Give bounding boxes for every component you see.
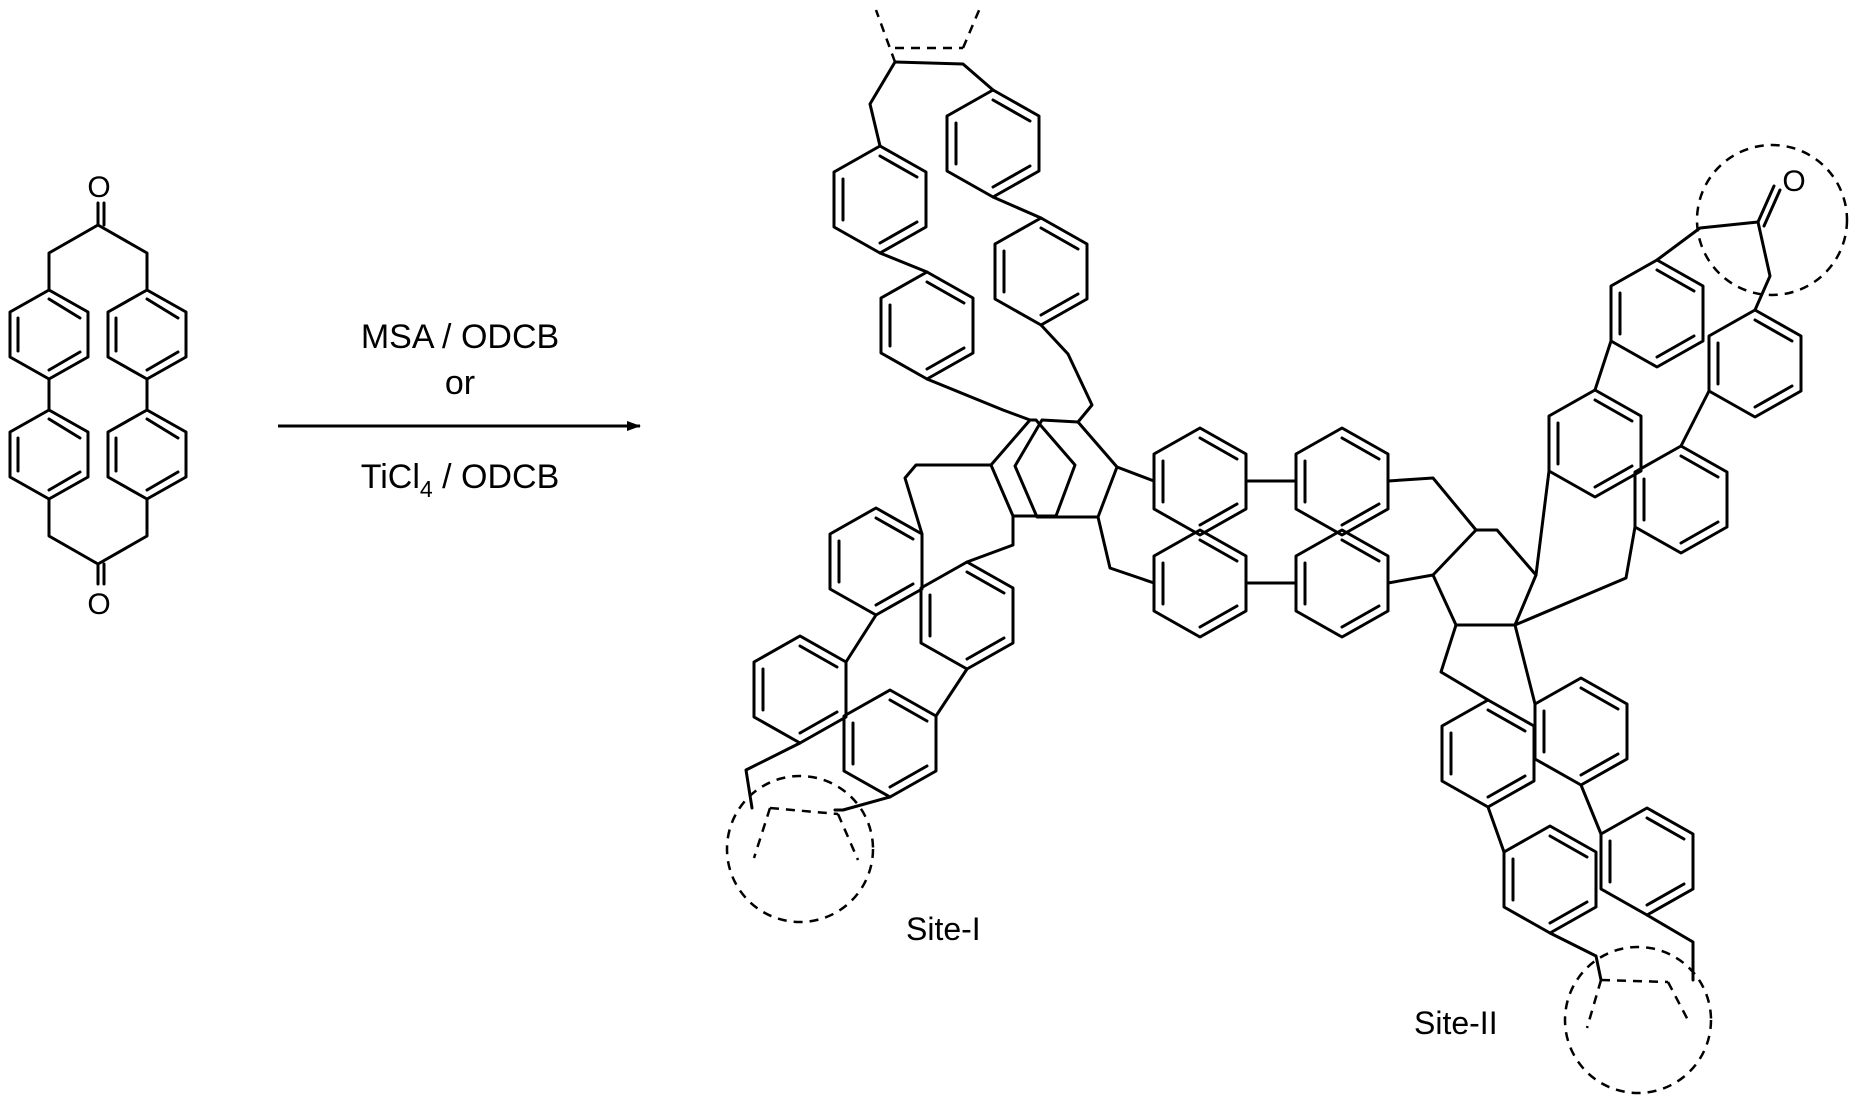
reagent-msa-odcb: MSA / ODCB [361,318,559,356]
central-hexasubstituted-benzene [1431,528,1538,627]
reactant-oxygen-top: O [87,171,110,204]
reagent-or: or [445,364,475,402]
reactant-chains [47,201,149,586]
site-1-circle [725,774,875,924]
benzene-ring [106,288,188,381]
site-2-circle [1563,945,1713,1095]
benzene-ring [1707,308,1803,419]
benzene-ring [828,506,924,617]
carbonyl-site-circle [1695,143,1849,297]
benzene-ring [993,216,1089,327]
benzene-ring [752,634,848,745]
open-bond-dashes-site-1 [725,774,875,924]
reagent-ticl4-odcb: TiCl4 / ODCB [361,458,560,502]
benzene-ring [1294,426,1390,537]
benzene-ring [1547,388,1643,499]
benzene-ring [1533,676,1629,787]
benzene-ring [1152,426,1248,537]
open-bond-dashes-top [874,7,982,63]
benzene-ring [919,560,1015,671]
benzene-ring [1502,824,1598,935]
central-hexasubstituted-benzene [989,418,1119,519]
benzene-ring [879,270,975,381]
reactant-oxygen-bottom: O [87,588,110,621]
benzene-ring [1609,258,1705,369]
benzene-ring [1633,444,1729,555]
benzene-ring [832,144,928,255]
benzene-ring [8,288,90,381]
reaction-arrow-group: MSA / ODCB or TiCl4 / ODCB [278,318,641,502]
upper-right-arm-links [1513,184,1782,627]
upper-left-arm-links [868,60,1094,424]
bridge-links [1096,465,1478,585]
benzene-ring [106,408,188,501]
left-arm-links [744,463,1015,812]
benzene-ring [8,408,90,501]
benzene-ring [945,88,1041,199]
product-oxygen: O [1782,165,1805,198]
site-1-label: Site-I [906,911,981,947]
benzene-ring [1599,806,1695,917]
product-network: O [725,7,1849,1095]
open-bond-dashes-site-2 [1563,945,1713,1095]
lower-right-arm-links [1439,623,1695,982]
benzene-ring [1294,528,1390,639]
reactant-macrocycle: O O [8,171,188,621]
benzene-ring [1440,698,1536,809]
benzene-ring [842,688,938,799]
benzene-ring [1152,528,1248,639]
site-2-label: Site-II [1414,1005,1498,1041]
